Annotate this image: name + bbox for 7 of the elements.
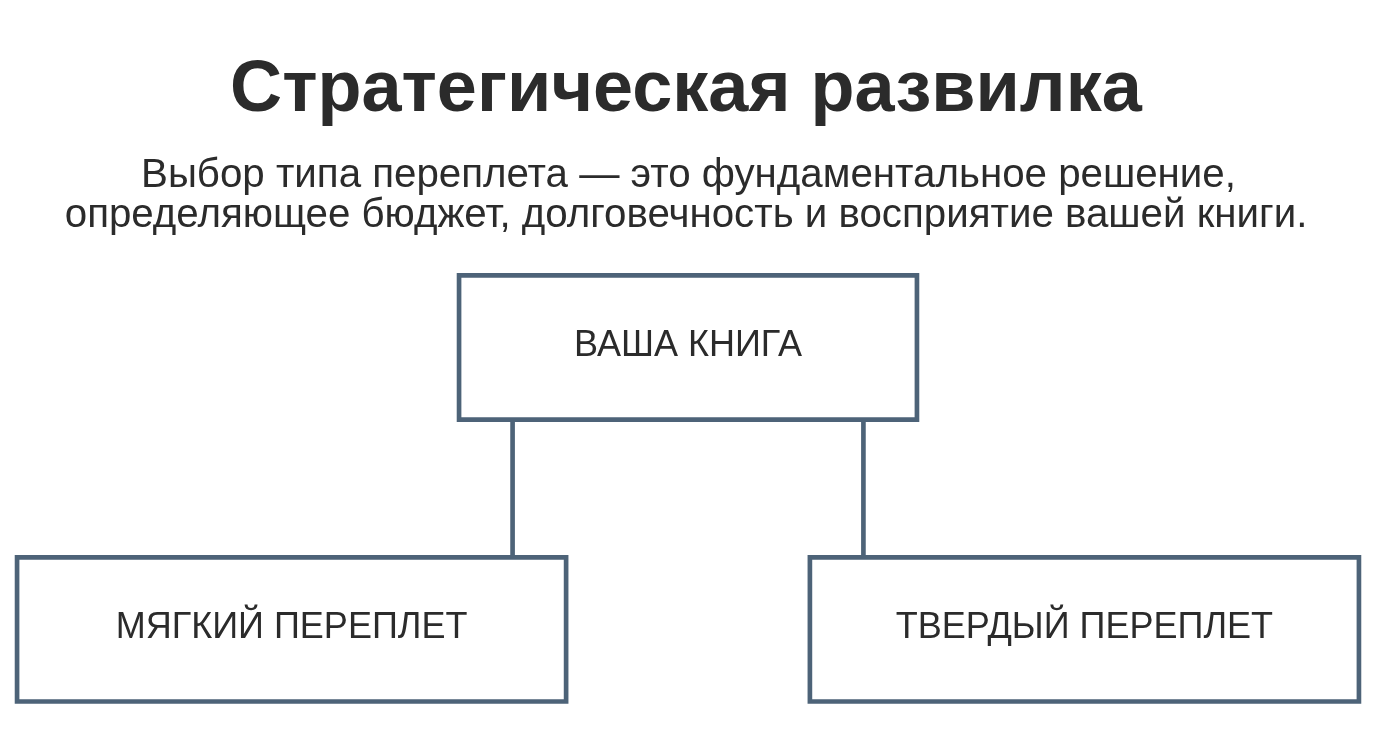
connector xyxy=(861,420,866,558)
node-box: МЯГКИЙ ПЕРЕПЛЕТ xyxy=(14,555,569,704)
diagram-title: Стратегическая развилка xyxy=(230,45,1142,126)
connector xyxy=(510,420,515,558)
caption: Выбор типа переплета — это фундаментальное решение, определяющее бюджет, долговечность и восприятие вашей книги. xyxy=(64,150,1308,237)
node-box: ВАША КНИГА xyxy=(456,273,920,422)
node-box: ТВЕРДЫЙ ПЕРЕПЛЕТ xyxy=(807,555,1362,704)
